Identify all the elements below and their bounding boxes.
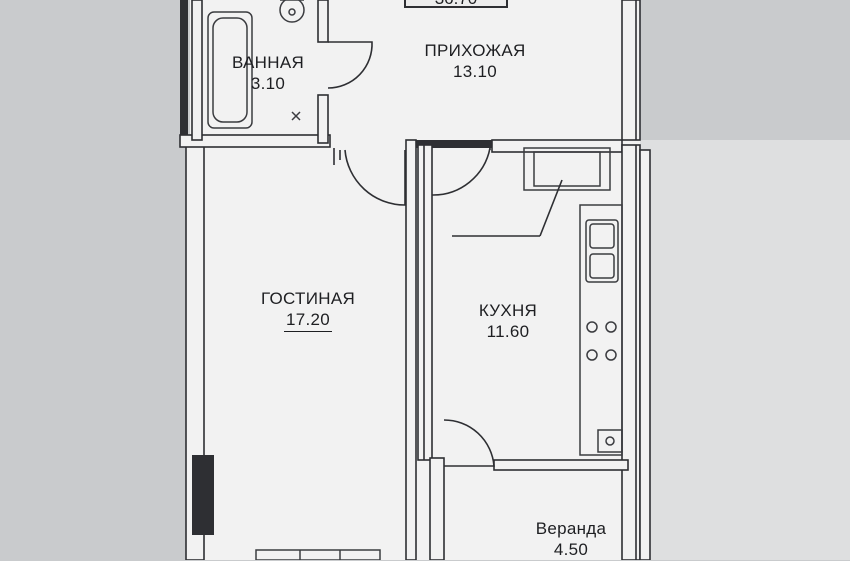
room-area-living: 17.20 [283, 309, 333, 332]
wall-living-right [405, 139, 417, 560]
room-area-veranda: 4.50 [553, 540, 589, 560]
stove-burner-4 [605, 349, 617, 361]
room-name-living: ГОСТИНАЯ [260, 289, 356, 308]
kitchen-niche [523, 147, 611, 191]
kitchen-niche-inner [533, 151, 601, 187]
wall-hall-bottom [412, 140, 532, 148]
wall-kitchen-top [491, 139, 623, 153]
stove-burner-3 [586, 349, 598, 361]
wall-bath-bottom [179, 134, 331, 148]
kitchen-boiler-dial [605, 436, 615, 446]
room-name-bathroom: ВАННАЯ [231, 53, 305, 72]
living-window [255, 549, 381, 560]
stove-burner-2 [605, 321, 617, 333]
room-label-hallway: ПРИХОЖАЯ 13.10 [390, 40, 560, 83]
room-name-hallway: ПРИХОЖАЯ [424, 41, 526, 60]
bath-sink-drain [288, 8, 296, 16]
room-name-veranda: Веранда [535, 519, 607, 538]
wall-bath-left [191, 0, 203, 141]
bath-door-swing [327, 41, 373, 89]
room-label-kitchen: КУХНЯ 11.60 [458, 300, 558, 343]
room-area-kitchen: 11.60 [486, 322, 530, 342]
wall-veranda-left [429, 457, 445, 560]
wall-bath-right-bottom [317, 94, 329, 144]
bathtub-inner [212, 17, 248, 123]
wall-kitchen-bottom [493, 459, 629, 471]
bathtub [207, 11, 253, 129]
kitchen-sink [585, 219, 619, 283]
outer-area [640, 140, 850, 560]
pointer-line-diag [539, 179, 563, 237]
living-door-swing [339, 149, 406, 206]
floor-drain-cross [291, 111, 301, 121]
veranda-door-swing [443, 419, 495, 467]
kitchen-counter [579, 204, 623, 456]
kitchen-boiler [597, 429, 623, 453]
wall-bath-right-top [317, 0, 329, 43]
kitchen-door-swing [431, 147, 491, 196]
stove-burner-1 [586, 321, 598, 333]
kitchen-sink-bowl-1 [589, 223, 615, 249]
bath-sink [279, 0, 305, 23]
wall-left-top [180, 0, 188, 140]
kitchen-sink-bowl-2 [589, 253, 615, 279]
room-label-bathroom: ВАННАЯ 3.10 [208, 52, 328, 95]
room-area-bathroom: 3.10 [250, 74, 286, 94]
wall-kitchen-left [417, 144, 433, 461]
wall-kitchen-right [621, 144, 641, 560]
total-area-box: 36.70 [404, 0, 508, 8]
room-label-living: ГОСТИНАЯ 17.20 [238, 288, 378, 332]
wall-right-top [621, 0, 641, 141]
wall-left-pier [192, 455, 214, 535]
room-label-veranda: Веранда 4.50 [516, 518, 626, 561]
room-name-kitchen: КУХНЯ [478, 301, 538, 320]
room-area-hallway: 13.10 [452, 62, 498, 82]
wall-outer-right [639, 149, 651, 560]
